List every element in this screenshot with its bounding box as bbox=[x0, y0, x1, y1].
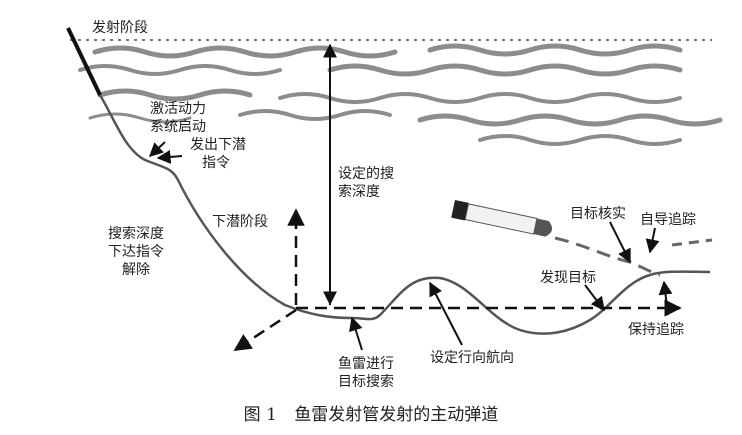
label-keep-track: 保持追踪 bbox=[628, 322, 684, 338]
torpedo-icon bbox=[451, 200, 553, 237]
label-launch-phase: 发射阶段 bbox=[92, 20, 148, 36]
down-left-dashed-arrow bbox=[233, 308, 297, 352]
label-torpedo-search: 鱼雷进行 目标搜索 bbox=[338, 355, 398, 390]
torpedo-trajectory-diagram: 发射阶段 激活动力 系统启动 发出下潜 指令 搜索深度 下达指令 解除 下潜阶段… bbox=[66, 20, 723, 390]
label-dive-phase: 下潜阶段 bbox=[212, 214, 268, 230]
pointer-arrows bbox=[148, 141, 673, 351]
label-target-confirm: 目标核实 bbox=[570, 206, 626, 222]
label-dive-command: 发出下潜 指令 bbox=[190, 137, 250, 171]
homing-dashed-segment bbox=[671, 238, 713, 247]
label-set-heading: 设定行向航向 bbox=[430, 350, 514, 366]
label-target-found: 发现目标 bbox=[540, 270, 596, 286]
label-search-depth-lifted: 搜索深度 下达指令 解除 bbox=[108, 225, 168, 278]
figure-number: 图 1 bbox=[243, 405, 277, 425]
launch-tube bbox=[66, 27, 102, 96]
trajectory-path bbox=[98, 94, 711, 335]
label-activate-power: 激活动力 系统启动 bbox=[150, 100, 210, 135]
sea-waves bbox=[78, 43, 723, 146]
label-homing-track: 自导追踪 bbox=[640, 212, 696, 228]
label-set-search-depth: 设定的搜 索深度 bbox=[338, 166, 398, 200]
figure-caption: 图 1 鱼雷发射管发射的主动弹道 bbox=[0, 400, 742, 425]
figure-title: 鱼雷发射管发射的主动弹道 bbox=[294, 405, 499, 425]
